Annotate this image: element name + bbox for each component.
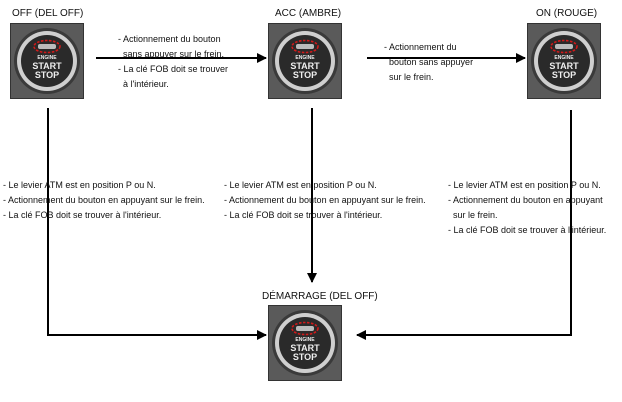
note-line: - La clé FOB doit se trouver à l'intérie… bbox=[3, 210, 162, 220]
engine-start-stop-icon: ENGINE START STOP bbox=[269, 24, 341, 98]
svg-text:STOP: STOP bbox=[552, 70, 576, 80]
svg-text:STOP: STOP bbox=[35, 70, 59, 80]
note-acc-to-start: - Le levier ATM est en position P ou N. … bbox=[224, 178, 426, 223]
note-line: - Actionnement du bbox=[384, 42, 457, 52]
note-line: - Le levier ATM est en position P ou N. bbox=[3, 180, 156, 190]
svg-text:ENGINE: ENGINE bbox=[554, 55, 574, 61]
state-label-off: OFF (DEL OFF) bbox=[12, 8, 84, 19]
arrow-off-to-start bbox=[47, 108, 267, 340]
engine-button-on: ENGINE START STOP bbox=[527, 23, 601, 99]
svg-text:ENGINE: ENGINE bbox=[295, 55, 315, 61]
note-line: - Le levier ATM est en position P ou N. bbox=[448, 180, 601, 190]
svg-text:START: START bbox=[290, 343, 320, 353]
note-line: sur le frein. bbox=[453, 210, 498, 220]
note-line: sur le frein. bbox=[389, 72, 434, 82]
note-line: sans appuyer sur le frein. bbox=[123, 49, 225, 59]
note-line: - Actionnement du bouton en appuyant sur… bbox=[224, 195, 426, 205]
arrow-on-to-start bbox=[356, 110, 572, 340]
svg-text:ENGINE: ENGINE bbox=[295, 337, 315, 343]
svg-text:STOP: STOP bbox=[293, 352, 317, 362]
note-on-to-start: - Le levier ATM est en position P ou N. … bbox=[448, 178, 606, 238]
engine-start-stop-icon: ENGINE START STOP bbox=[528, 24, 600, 98]
note-line: - Actionnement du bouton en appuyant bbox=[448, 195, 603, 205]
note-line: - La clé FOB doit se trouver à l'intérie… bbox=[448, 225, 607, 235]
note-acc-to-on: - Actionnement du bouton sans appuyer su… bbox=[384, 40, 473, 85]
note-line: - La clé FOB doit se trouver bbox=[118, 64, 229, 74]
svg-text:START: START bbox=[290, 61, 320, 71]
engine-button-acc: ENGINE START STOP bbox=[268, 23, 342, 99]
engine-button-off: ENGINE START STOP bbox=[10, 23, 84, 99]
engine-start-stop-icon: ENGINE START STOP bbox=[269, 306, 341, 380]
note-line: - La clé FOB doit se trouver à l'intérie… bbox=[224, 210, 383, 220]
state-label-on: ON (ROUGE) bbox=[536, 8, 598, 19]
note-line: à l'intérieur. bbox=[123, 79, 169, 89]
svg-text:ENGINE: ENGINE bbox=[37, 55, 57, 61]
svg-text:START: START bbox=[32, 61, 62, 71]
state-label-acc: ACC (AMBRE) bbox=[275, 8, 342, 19]
state-label-start: DÉMARRAGE (DEL OFF) bbox=[262, 291, 378, 302]
note-off-to-acc: - Actionnement du bouton sans appuyer su… bbox=[118, 32, 228, 92]
svg-text:STOP: STOP bbox=[293, 70, 317, 80]
engine-button-start: ENGINE START STOP bbox=[268, 305, 342, 381]
engine-start-stop-icon: ENGINE START STOP bbox=[11, 24, 83, 98]
note-line: - Le levier ATM est en position P ou N. bbox=[224, 180, 377, 190]
svg-text:START: START bbox=[549, 61, 579, 71]
note-off-to-start: - Le levier ATM est en position P ou N. … bbox=[3, 178, 205, 223]
note-line: bouton sans appuyer bbox=[389, 57, 474, 67]
note-line: - Actionnement du bouton en appuyant sur… bbox=[3, 195, 205, 205]
note-line: - Actionnement du bouton bbox=[118, 34, 221, 44]
